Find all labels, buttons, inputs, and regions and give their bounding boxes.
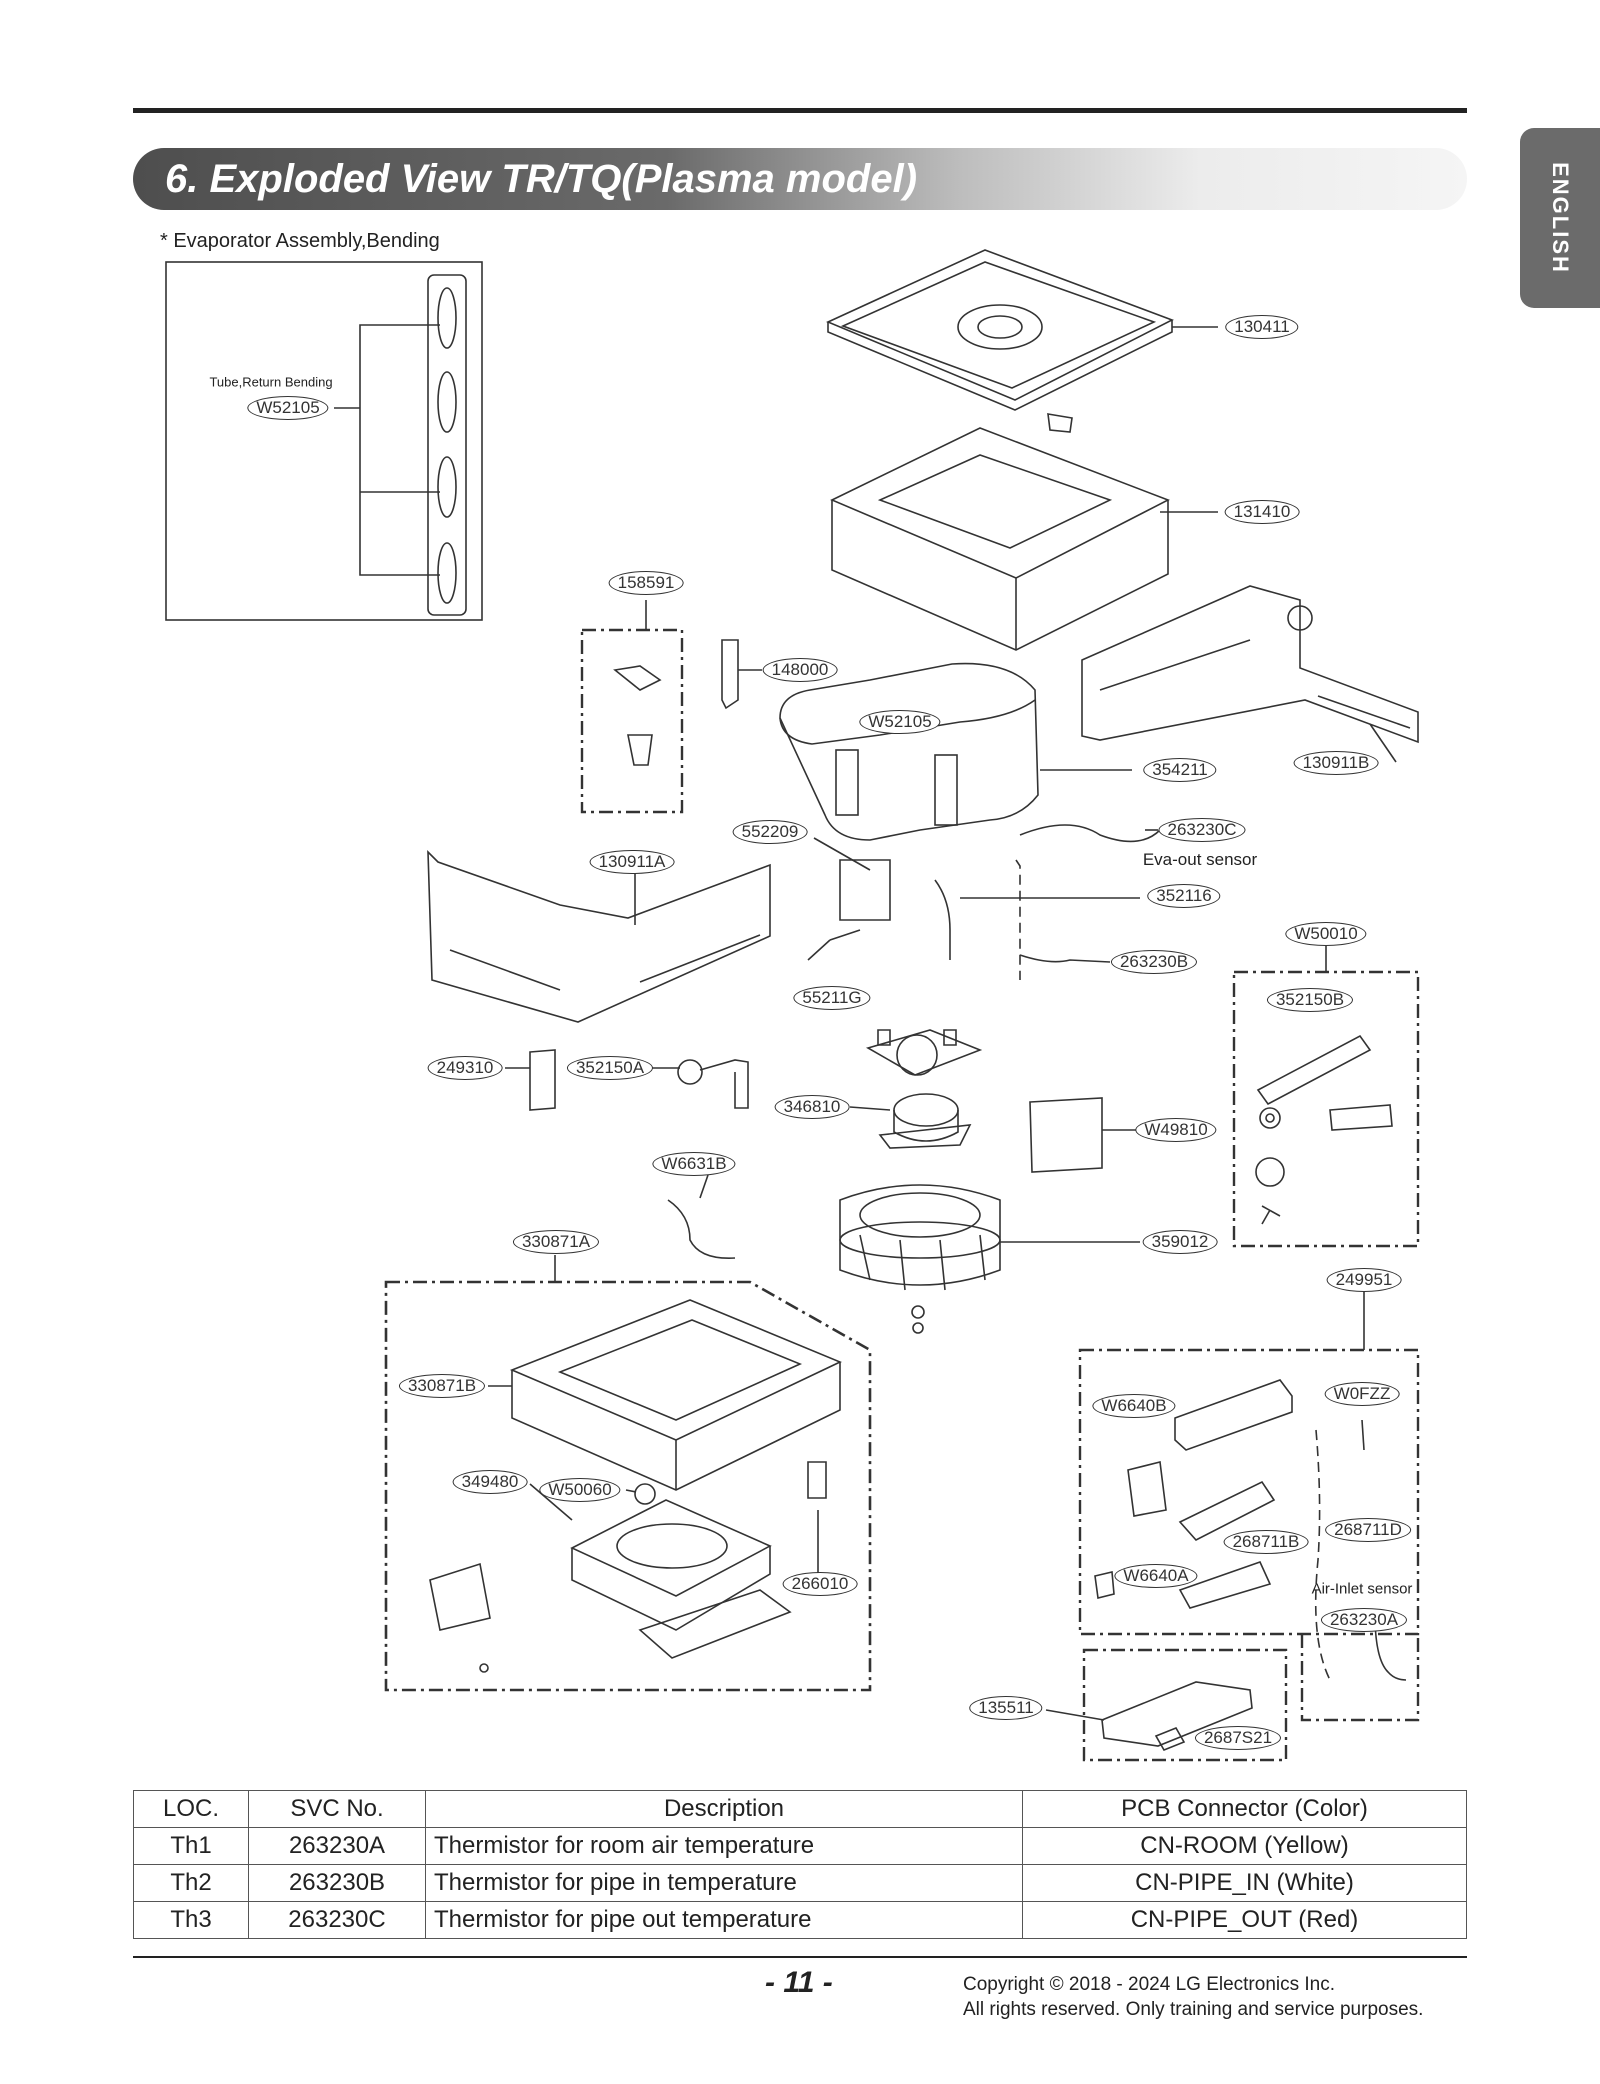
table-row: Th1 263230A Thermistor for room air temp… <box>133 1827 1467 1865</box>
top-plate <box>826 249 1174 401</box>
callout-352150b: 352150B <box>1266 988 1354 1012</box>
callout-w52105: W52105 <box>859 710 941 734</box>
callout-inset-w52105: W52105 <box>247 396 329 420</box>
callout-2687s21: 2687S21 <box>1194 1726 1282 1750</box>
callout-263230b: 263230B <box>1110 950 1198 974</box>
exploded-view-diagram: Tube,Return Bending W52105 130411 131410… <box>165 249 1420 1762</box>
callout-135511: 135511 <box>969 1696 1043 1720</box>
header-rule <box>133 108 1467 113</box>
front-grille-frame <box>509 1299 842 1441</box>
copyright-line-2: All rights reserved. Only training and s… <box>963 1999 1424 2020</box>
cell-svc-no: 263230C <box>248 1901 426 1939</box>
inset-coil <box>427 274 467 616</box>
turbo-fan <box>839 1184 1001 1286</box>
callout-330871b: 330871B <box>398 1374 486 1398</box>
callout-352116: 352116 <box>1147 884 1221 908</box>
callout-552209: 552209 <box>732 820 808 844</box>
side-panel-a <box>427 850 771 1023</box>
callout-130911a: 130911A <box>589 850 675 874</box>
page-title: 6. Exploded View TR/TQ(Plasma model) <box>165 157 918 201</box>
callout-268711b: 268711B <box>1223 1530 1309 1554</box>
callout-359012: 359012 <box>1142 1230 1218 1254</box>
evaporator-coil <box>779 662 1039 841</box>
eva-out-sensor-label: Eva-out sensor <box>1142 850 1258 869</box>
col-description: Description <box>425 1790 1023 1828</box>
callout-349480: 349480 <box>452 1470 528 1494</box>
cell-connector: CN-ROOM (Yellow) <box>1022 1827 1467 1865</box>
drain-hose <box>1256 1034 1372 1106</box>
callout-55211g: 55211G <box>793 986 871 1010</box>
cell-description: Thermistor for pipe in temperature <box>425 1864 1023 1902</box>
table-header-row: LOC. SVC No. Description PCB Connector (… <box>133 1790 1467 1828</box>
cell-loc: Th1 <box>133 1827 249 1865</box>
inset-frame <box>165 261 483 621</box>
callout-249310: 249310 <box>427 1056 503 1080</box>
callout-263230a: 263230A <box>1320 1608 1408 1632</box>
inset-caption: * Evaporator Assembly,Bending <box>160 230 440 252</box>
cell-svc-no: 263230B <box>248 1864 426 1902</box>
thermistor-table: LOC. SVC No. Description PCB Connector (… <box>133 1790 1467 1939</box>
footer-rule <box>133 1956 1467 1958</box>
callout-w6640a: W6640A <box>1114 1564 1198 1588</box>
callout-w50060: W50060 <box>539 1478 621 1502</box>
callout-352150a: 352150A <box>566 1056 654 1080</box>
cell-loc: Th2 <box>133 1864 249 1902</box>
callout-130411: 130411 <box>1225 315 1299 339</box>
callout-131410: 131410 <box>1224 500 1300 524</box>
callout-330871a: 330871A <box>512 1230 600 1254</box>
callout-249951: 249951 <box>1326 1268 1402 1292</box>
copyright-notice: Copyright © 2018 - 2024 LG Electronics I… <box>963 1972 1423 2022</box>
air-inlet-sensor-label: Air-Inlet sensor <box>1311 1580 1413 1598</box>
callout-354211: 354211 <box>1143 758 1217 782</box>
cell-description: Thermistor for room air temperature <box>425 1827 1023 1865</box>
copyright-line-1: Copyright © 2018 - 2024 LG Electronics I… <box>963 1974 1336 1995</box>
side-panel-b <box>1081 585 1419 744</box>
inset-label: Tube,Return Bending <box>209 374 333 390</box>
control-box <box>1029 1097 1103 1173</box>
cell-loc: Th3 <box>133 1901 249 1939</box>
callout-130911b: 130911B <box>1293 751 1379 775</box>
table-row: Th3 263230C Thermistor for pipe out temp… <box>133 1901 1467 1939</box>
col-svc-no: SVC No. <box>248 1790 426 1828</box>
callout-148000: 148000 <box>762 658 838 682</box>
drain-pan <box>830 427 1170 579</box>
cell-svc-no: 263230A <box>248 1827 426 1865</box>
col-loc: LOC. <box>133 1790 249 1828</box>
callout-w0fzz: W0FZZ <box>1324 1382 1400 1406</box>
callout-w6631b: W6631B <box>652 1152 736 1176</box>
callout-w6640b: W6640B <box>1092 1394 1176 1418</box>
cell-connector: CN-PIPE_IN (White) <box>1022 1864 1467 1902</box>
table-row: Th2 263230B Thermistor for pipe in tempe… <box>133 1864 1467 1902</box>
cell-description: Thermistor for pipe out temperature <box>425 1901 1023 1939</box>
callout-263230c: 263230C <box>1158 818 1246 842</box>
page-number: - 11 - <box>765 1966 833 1999</box>
callout-w50010: W50010 <box>1285 922 1367 946</box>
exploded-view-drawing <box>165 249 1420 1762</box>
callout-266010: 266010 <box>782 1572 858 1596</box>
callout-w49810: W49810 <box>1135 1118 1217 1142</box>
language-tab[interactable]: ENGLISH <box>1520 128 1600 308</box>
cell-connector: CN-PIPE_OUT (Red) <box>1022 1901 1467 1939</box>
col-pcb-connector: PCB Connector (Color) <box>1022 1790 1467 1828</box>
title-bar <box>133 148 1467 210</box>
callout-158591: 158591 <box>608 571 684 595</box>
callout-268711d: 268711D <box>1325 1518 1411 1542</box>
callout-346810: 346810 <box>774 1095 850 1119</box>
